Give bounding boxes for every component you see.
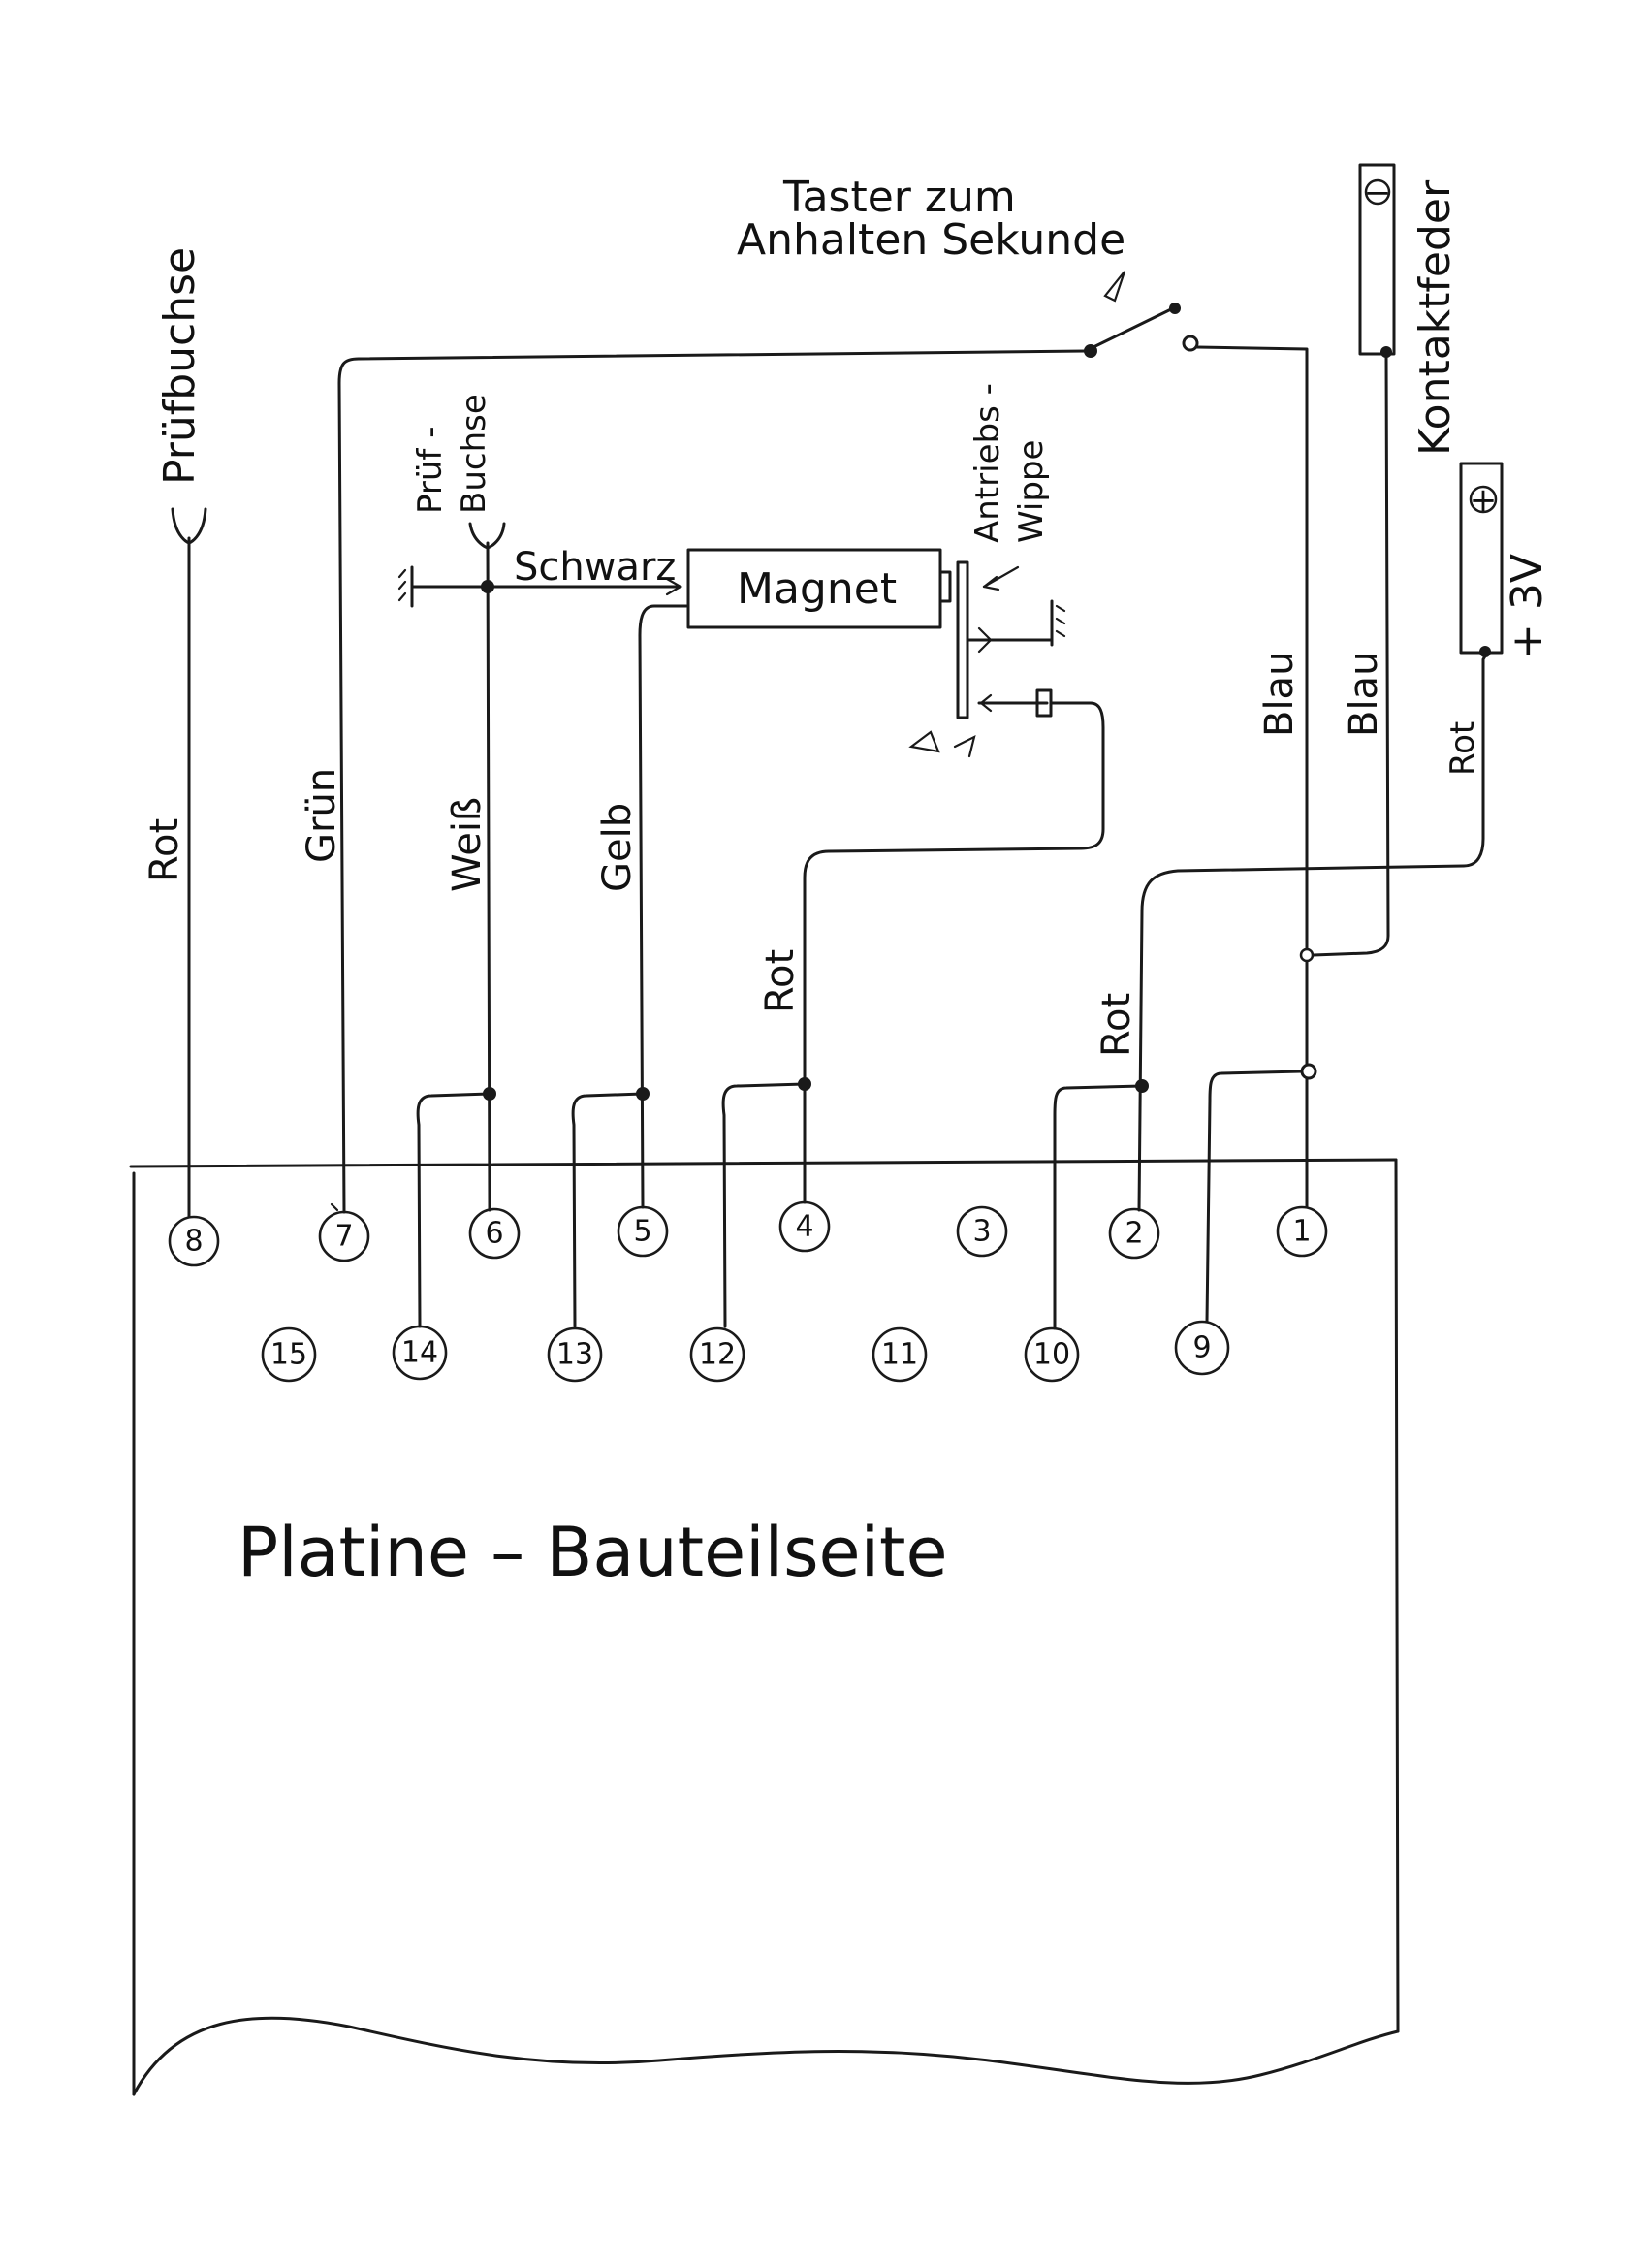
- pin-13: 13: [547, 1326, 603, 1383]
- label-pruefbuchse-mid-2: Buchse: [455, 394, 493, 514]
- pin-15: 15: [261, 1326, 317, 1383]
- rocker-label-line1: Antriebs -: [968, 383, 1007, 543]
- svg-text:2: 2: [1125, 1217, 1143, 1251]
- pin-11: 11: [872, 1326, 928, 1383]
- test-socket-mid: Prüf - Buchse: [411, 394, 493, 514]
- magnet: Magnet: [686, 548, 952, 629]
- label-rot-2: Rot: [1094, 993, 1139, 1057]
- pin-14: 14: [392, 1325, 448, 1381]
- svg-text:5: 5: [633, 1215, 651, 1249]
- wire-weiss-6: Weiß: [416, 522, 506, 1328]
- svg-text:3: 3: [972, 1215, 991, 1249]
- label-pruefbuchse-mid-1: Prüf -: [411, 427, 450, 514]
- svg-text:9: 9: [1192, 1331, 1211, 1365]
- drive-rocker: Antriebs - Wippe: [908, 383, 1066, 758]
- label-rot-8: Rot: [143, 818, 187, 882]
- label-schwarz: Schwarz: [514, 545, 676, 590]
- pin-10: 10: [1024, 1326, 1080, 1383]
- contact-spring: − Kontaktfeder Blau: [1299, 163, 1460, 963]
- label-kontaktfeder: Kontaktfeder: [1410, 179, 1460, 456]
- svg-text:10: 10: [1033, 1338, 1070, 1372]
- switch-label-line2: Anhalten Sekunde: [737, 215, 1125, 265]
- pin-2: 2: [1108, 1207, 1160, 1260]
- ground-symbol: Schwarz: [397, 545, 683, 608]
- svg-text:4: 4: [795, 1210, 813, 1244]
- label-blau-1: Blau: [1257, 652, 1302, 737]
- svg-text:14: 14: [401, 1336, 438, 1370]
- pin-8: 8: [168, 1215, 220, 1267]
- circuit-board: Platine – Bauteilseite: [129, 1158, 1400, 2096]
- minus-symbol: −: [1364, 174, 1392, 212]
- svg-text:15: 15: [270, 1338, 307, 1372]
- label-gruen-7: Grün: [300, 768, 344, 863]
- label-rot-4: Rot: [758, 949, 803, 1013]
- label-weiss-6: Weiß: [445, 797, 490, 892]
- pin-row-1: 8 7 6 5 4 3 2 1: [168, 1200, 1328, 1267]
- pin-7: 7: [318, 1210, 370, 1262]
- svg-text:8: 8: [184, 1225, 203, 1259]
- pin-9: 9: [1174, 1320, 1230, 1376]
- pin-12: 12: [689, 1326, 745, 1383]
- pin-1: 1: [1276, 1205, 1328, 1258]
- svg-text:12: 12: [699, 1338, 736, 1372]
- pin-6: 6: [468, 1207, 521, 1260]
- pin-row-2: 15 14 13 12 11 10 9: [261, 1320, 1230, 1383]
- pin-4: 4: [778, 1200, 831, 1253]
- battery-plus-terminal: + + 3V: [1459, 462, 1552, 659]
- wire-blau-1: Blau: [1205, 652, 1317, 1324]
- pin-5: 5: [617, 1205, 669, 1258]
- board-label: Platine – Bauteilseite: [238, 1513, 948, 1592]
- svg-text:6: 6: [485, 1217, 503, 1251]
- svg-text:1: 1: [1292, 1215, 1311, 1249]
- label-blau-spring: Blau: [1342, 652, 1386, 737]
- magnet-label: Magnet: [737, 564, 897, 614]
- label-rot-plus: Rot: [1443, 721, 1482, 776]
- test-socket-left: Prüfbuchse: [155, 247, 205, 485]
- stop-second-switch: Taster zum Anhalten Sekunde: [737, 173, 1309, 1209]
- plus-symbol: +: [1470, 481, 1498, 520]
- wire-rot-8: Rot: [143, 507, 207, 1219]
- svg-text:11: 11: [881, 1338, 918, 1372]
- pin-3: 3: [956, 1205, 1008, 1258]
- wire-gelb-5: Gelb: [571, 604, 688, 1328]
- label-plus-3v: + 3V: [1503, 554, 1552, 659]
- label-pruefbuchse-left: Prüfbuchse: [155, 247, 205, 485]
- wire-rot-4: Rot: [721, 701, 1105, 1328]
- rocker-label-line2: Wippe: [1012, 440, 1051, 543]
- wire-rot-2: Rot Rot: [1053, 646, 1491, 1330]
- switch-label-line1: Taster zum: [782, 173, 1016, 222]
- wire-gruen-7: Grün: [300, 349, 1088, 1214]
- pin7-mark: [330, 1202, 339, 1212]
- svg-text:7: 7: [334, 1220, 353, 1254]
- label-gelb-5: Gelb: [595, 803, 640, 892]
- svg-text:13: 13: [556, 1338, 593, 1372]
